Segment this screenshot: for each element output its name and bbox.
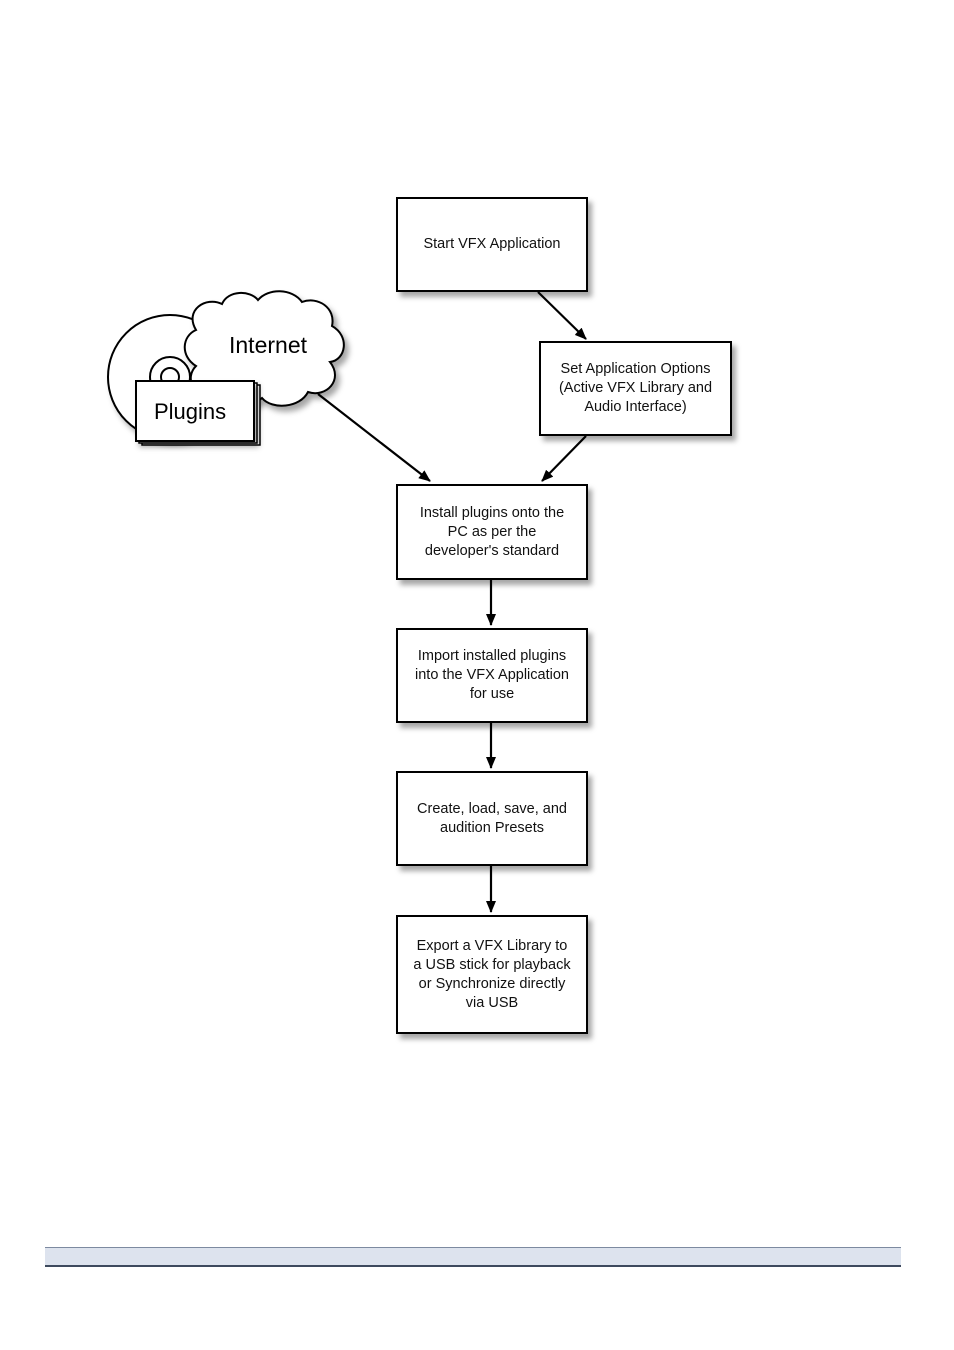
step-options-box: Set Application Options (Active VFX Libr… — [539, 341, 732, 436]
internet-plugins-icon — [107, 290, 345, 446]
step-install-box: Install plugins onto the PC as per the d… — [396, 484, 588, 580]
plugin-page-front — [135, 380, 255, 442]
arrow-options-to-install — [541, 435, 587, 482]
step-presets-box: Create, load, save, and audition Presets — [396, 771, 588, 866]
step-export-box: Export a VFX Library to a USB stick for … — [396, 915, 588, 1034]
plugins-label: Plugins — [154, 399, 227, 424]
internet-label: Internet — [229, 332, 307, 358]
arrow-start-to-options — [537, 291, 587, 340]
footer-bar — [45, 1247, 901, 1267]
arrows — [317, 291, 587, 913]
step-import-box: Import installed plugins into the VFX Ap… — [396, 628, 588, 723]
arrow-internet-to-install — [317, 393, 431, 482]
step-start-box: Start VFX Application — [396, 197, 588, 292]
